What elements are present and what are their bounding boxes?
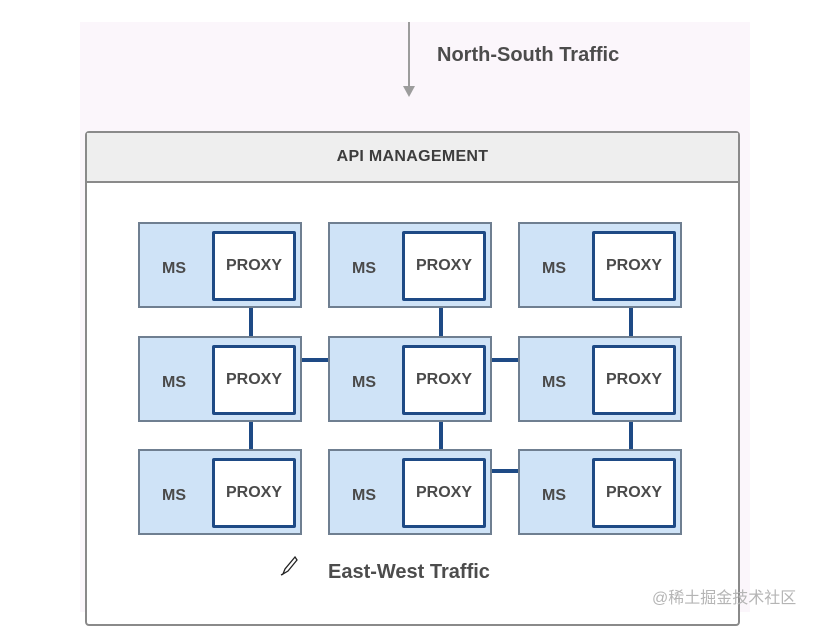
ms-node: MS PROXY — [138, 336, 302, 422]
ms-node: MS PROXY — [518, 336, 682, 422]
ms-label: MS — [542, 487, 566, 504]
ms-label: MS — [542, 374, 566, 391]
ms-label: MS — [352, 260, 376, 277]
ms-node: MS PROXY — [138, 222, 302, 308]
proxy-node: PROXY — [592, 231, 676, 301]
ms-node: MS PROXY — [518, 222, 682, 308]
proxy-node: PROXY — [402, 231, 486, 301]
api-management-header: API MANAGEMENT — [87, 133, 738, 183]
link-r0c2-r1c2 — [629, 300, 633, 345]
proxy-node: PROXY — [402, 345, 486, 415]
proxy-node: PROXY — [592, 458, 676, 528]
ms-node: MS PROXY — [518, 449, 682, 535]
link-r1c0-r2c0 — [249, 413, 253, 458]
proxy-node: PROXY — [592, 345, 676, 415]
link-r0c0-r1c0 — [249, 300, 253, 345]
ms-label: MS — [162, 487, 186, 504]
ms-node: MS PROXY — [328, 222, 492, 308]
north-south-arrow-line — [408, 22, 410, 86]
ms-node: MS PROXY — [328, 336, 492, 422]
link-r1c2-r2c2 — [629, 413, 633, 458]
link-r0c1-r1c1 — [439, 300, 443, 345]
north-south-arrow-head — [403, 86, 415, 97]
ms-node: MS PROXY — [328, 449, 492, 535]
ms-node: MS PROXY — [138, 449, 302, 535]
proxy-node: PROXY — [212, 345, 296, 415]
proxy-node: PROXY — [212, 231, 296, 301]
link-r1c1-r2c1 — [439, 413, 443, 458]
east-west-traffic-label: East-West Traffic — [328, 561, 490, 583]
ms-label: MS — [352, 487, 376, 504]
ms-label: MS — [162, 260, 186, 277]
ms-label: MS — [352, 374, 376, 391]
ms-label: MS — [162, 374, 186, 391]
proxy-node: PROXY — [212, 458, 296, 528]
watermark-text: @稀土掘金技术社区 — [652, 590, 797, 607]
proxy-node: PROXY — [402, 458, 486, 528]
pen-cursor-icon — [280, 556, 298, 576]
ms-label: MS — [542, 260, 566, 277]
north-south-traffic-label: North-South Traffic — [437, 44, 620, 66]
